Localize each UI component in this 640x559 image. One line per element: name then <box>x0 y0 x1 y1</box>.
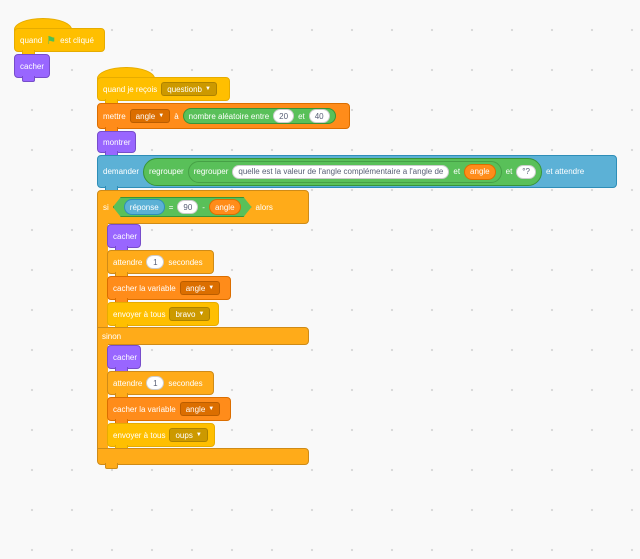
to-label: à <box>174 111 179 121</box>
set-label: mettre <box>103 111 126 121</box>
else-bar: sinon <box>97 327 309 345</box>
variable-name: angle <box>185 404 206 414</box>
then-label: alors <box>255 202 273 212</box>
chevron-down-icon: ▼ <box>198 311 205 317</box>
equals-label: = <box>168 202 174 212</box>
answer-reporter[interactable]: réponse <box>124 199 165 215</box>
wait-label: attendre <box>113 378 143 388</box>
message-name: questionb <box>167 84 202 94</box>
show-label: montrer <box>103 137 131 147</box>
question-text-input[interactable]: quelle est la valeur de l'angle compléme… <box>232 164 450 179</box>
broadcast-block[interactable]: envoyer à tous bravo ▼ <box>107 302 219 330</box>
if-else-block[interactable]: si réponse = 90 - angle alors <box>97 190 309 224</box>
if-label: si <box>103 202 109 212</box>
random-to-input[interactable]: 40 <box>308 109 330 123</box>
wait-block[interactable]: attendre 1 secondes <box>107 250 214 278</box>
hide-variable-block[interactable]: cacher la variable angle ▼ <box>107 276 231 304</box>
wait-seconds-input[interactable]: 1 <box>146 255 165 269</box>
broadcast-label: envoyer à tous <box>113 430 166 440</box>
broadcast-message-dropdown[interactable]: oups ▼ <box>169 428 208 442</box>
else-branch-arm <box>97 344 108 449</box>
chevron-down-icon: ▼ <box>208 285 215 291</box>
chevron-down-icon: ▼ <box>195 432 202 438</box>
angle-variable-reporter[interactable]: angle <box>209 199 241 215</box>
when-label: quand <box>20 35 43 45</box>
random-label: nombre aléatoire entre <box>188 111 270 121</box>
wait-block[interactable]: attendre 1 secondes <box>107 371 214 399</box>
else-label: sinon <box>102 331 122 341</box>
show-block[interactable]: montrer <box>97 131 136 157</box>
angle-variable-reporter[interactable]: angle <box>464 163 496 180</box>
hide-block[interactable]: cacher <box>14 54 50 82</box>
wait-unit-label: secondes <box>168 378 203 388</box>
chevron-down-icon: ▼ <box>208 406 215 412</box>
minus-label: - <box>202 202 205 212</box>
chevron-down-icon: ▼ <box>158 113 165 119</box>
join-inner-reporter[interactable]: regrouper quelle est la valeur de l'angl… <box>187 160 502 183</box>
hide-block[interactable]: cacher <box>107 224 141 252</box>
hide-block[interactable]: cacher <box>107 345 141 373</box>
clicked-label: est cliqué <box>60 35 94 45</box>
if-else-bottom-bar <box>97 448 309 469</box>
hide-label: cacher <box>113 352 138 362</box>
join-inner-label: regrouper <box>193 167 229 176</box>
join-outer-reporter[interactable]: regrouper regrouper quelle est la valeur… <box>143 157 542 186</box>
wait-unit-label: secondes <box>168 257 203 267</box>
ninety-input[interactable]: 90 <box>177 200 198 214</box>
hide-label: cacher <box>113 231 138 241</box>
equals-condition[interactable]: réponse = 90 - angle <box>113 197 252 217</box>
broadcast-block[interactable]: envoyer à tous oups ▼ <box>107 423 215 451</box>
set-variable-block[interactable]: mettre angle ▼ à nombre aléatoire entre … <box>97 103 350 133</box>
hide-variable-block[interactable]: cacher la variable angle ▼ <box>107 397 231 425</box>
variable-name: angle <box>185 283 206 293</box>
ask-and-wait-block[interactable]: demander regrouper regrouper quelle est … <box>97 155 617 192</box>
broadcast-label: envoyer à tous <box>113 309 166 319</box>
ask-wait-label: et attendre <box>545 167 585 176</box>
hide-variable-label: cacher la variable <box>113 283 176 293</box>
when-flag-clicked-block[interactable]: quand ⚑ est cliqué <box>14 18 105 56</box>
wait-label: attendre <box>113 257 143 267</box>
join-outer-label: regrouper <box>149 167 184 176</box>
wait-seconds-input[interactable]: 1 <box>146 376 165 390</box>
join-outer-and-label: et <box>505 167 513 176</box>
random-reporter[interactable]: nombre aléatoire entre 20 et 40 <box>182 108 336 124</box>
hide-label: cacher <box>20 61 45 71</box>
broadcast-message-name: oups <box>175 430 193 440</box>
variable-dropdown[interactable]: angle ▼ <box>129 109 171 123</box>
random-and-label: et <box>298 111 305 121</box>
when-i-receive-block[interactable]: quand je reçois questionb ▼ <box>97 67 230 105</box>
variable-dropdown[interactable]: angle ▼ <box>179 281 221 295</box>
join-inner-and-label: et <box>453 167 461 176</box>
green-flag-icon: ⚑ <box>46 34 57 47</box>
receive-label: quand je reçois <box>103 84 158 94</box>
variable-dropdown[interactable]: angle ▼ <box>179 402 221 416</box>
hide-variable-label: cacher la variable <box>113 404 176 414</box>
message-dropdown[interactable]: questionb ▼ <box>161 82 217 96</box>
random-from-input[interactable]: 20 <box>273 109 295 123</box>
broadcast-message-dropdown[interactable]: bravo ▼ <box>169 307 211 321</box>
suffix-text-input[interactable]: °? <box>516 164 536 179</box>
variable-name: angle <box>135 111 156 121</box>
ask-label: demander <box>103 167 140 176</box>
chevron-down-icon: ▼ <box>204 86 211 92</box>
broadcast-message-name: bravo <box>175 309 196 319</box>
if-branch-arm <box>97 223 108 327</box>
